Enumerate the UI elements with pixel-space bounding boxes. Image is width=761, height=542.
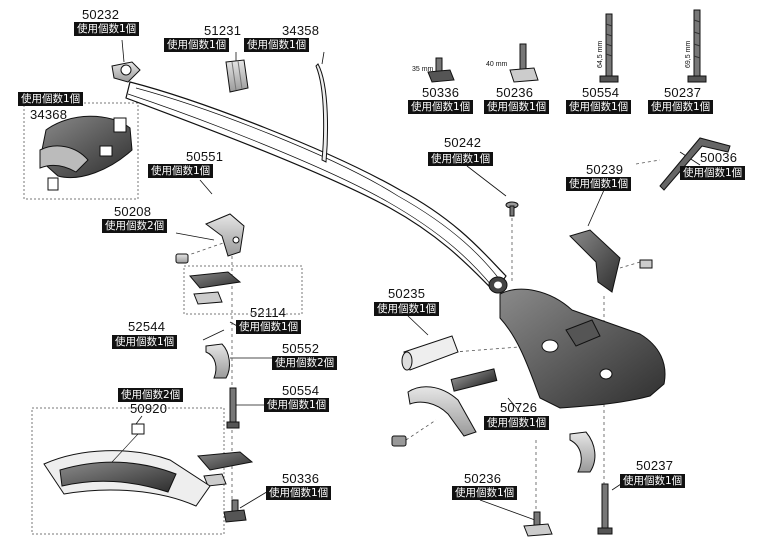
callout-number: 50554 — [282, 383, 320, 398]
callout-number: 50336 — [422, 85, 460, 100]
callout-qty: 使用個数2個 — [118, 388, 184, 402]
part-34368-holder — [39, 115, 133, 191]
callout-qty: 使用個数1個 — [112, 335, 178, 349]
part-50242-screw — [505, 201, 519, 217]
part-52114-plates — [189, 271, 242, 305]
callout-number: 50232 — [82, 7, 120, 22]
callout-number: 50236 — [496, 85, 534, 100]
group-box-50920 — [31, 407, 225, 535]
callout-number: 50036 — [700, 150, 738, 165]
part-50236-lower — [523, 511, 553, 537]
callout-qty: 使用個数1個 — [428, 152, 494, 166]
callout-qty: 使用個数1個 — [244, 38, 310, 52]
callout-number: 50920 — [130, 401, 168, 416]
part-50336-top: 35 mm — [412, 57, 455, 83]
callout-number: 34368 — [30, 107, 68, 122]
dim-35: 35 mm — [412, 66, 434, 73]
dim-69-5: 69,5 mm — [685, 41, 692, 68]
part-50036-hexkey — [659, 137, 731, 191]
callout-qty: 使用個数1個 — [236, 320, 302, 334]
callout-qty: 使用個数1個 — [266, 486, 332, 500]
callout-qty: 使用個数1個 — [148, 164, 214, 178]
part-lower-plate — [196, 451, 254, 487]
part-50551-bracket — [205, 213, 245, 257]
callout-number: 50336 — [282, 471, 320, 486]
callout-number: 50237 — [664, 85, 702, 100]
group-box-52114 — [183, 265, 303, 315]
part-50920-roofbar-illustration — [43, 423, 211, 507]
callout-qty: 使用個数1個 — [374, 302, 440, 316]
part-50208-nut — [175, 253, 189, 264]
callout-qty: 使用個数1個 — [264, 398, 330, 412]
callout-qty: 使用個数1個 — [408, 100, 474, 114]
callout-number: 50235 — [388, 286, 426, 301]
part-50232-clamp — [111, 61, 141, 83]
callout-number: 50239 — [586, 162, 624, 177]
callout-number: 50237 — [636, 458, 674, 473]
part-50237-top: 69,5 mm — [685, 9, 707, 83]
part-50726-lever — [391, 368, 498, 447]
callout-qty: 使用個数1個 — [18, 92, 84, 106]
part-50552-clamp — [205, 343, 230, 379]
part-50239-cap — [569, 229, 653, 293]
callout-qty: 使用個数1個 — [566, 100, 632, 114]
callout-qty: 使用個数2個 — [102, 219, 168, 233]
callout-number: 50236 — [464, 471, 502, 486]
part-fork-mount-body — [499, 288, 666, 409]
callout-qty: 使用個数1個 — [74, 22, 140, 36]
part-50235-cylinder — [401, 335, 459, 371]
part-50554-top: 64,5 mm — [597, 13, 619, 83]
crossbar-tube — [125, 81, 508, 294]
callout-number: 50242 — [444, 135, 482, 150]
callout-number: 50726 — [500, 400, 538, 415]
dim-40: 40 mm — [486, 61, 508, 68]
callout-number: 50551 — [186, 149, 224, 164]
callout-qty: 使用個数2個 — [272, 356, 338, 370]
callout-qty: 使用個数1個 — [620, 474, 686, 488]
part-34358-strap — [315, 63, 329, 163]
callout-qty: 使用個数1個 — [452, 486, 518, 500]
callout-number: 50552 — [282, 341, 320, 356]
callout-qty: 使用個数1個 — [648, 100, 714, 114]
part-50236-top: 40 mm — [486, 43, 539, 83]
callout-qty: 使用個数1個 — [566, 177, 632, 191]
callout-qty: 使用個数1個 — [484, 100, 550, 114]
part-50554-bolt — [226, 387, 240, 429]
callout-number: 52544 — [128, 319, 166, 334]
callout-qty: 使用個数1個 — [164, 38, 230, 52]
callout-number: 34358 — [282, 23, 320, 38]
part-50336-tbolt — [223, 499, 247, 523]
callout-qty: 使用個数1個 — [484, 416, 550, 430]
callout-number: 50208 — [114, 204, 152, 219]
part-50237-lower — [569, 431, 613, 535]
callout-qty: 使用個数1個 — [680, 166, 746, 180]
dim-64-5: 64,5 mm — [597, 41, 604, 68]
callout-number: 52114 — [250, 305, 287, 320]
part-51231-sleeve — [225, 59, 249, 93]
callout-number: 50554 — [582, 85, 620, 100]
callout-number: 51231 — [204, 23, 242, 38]
